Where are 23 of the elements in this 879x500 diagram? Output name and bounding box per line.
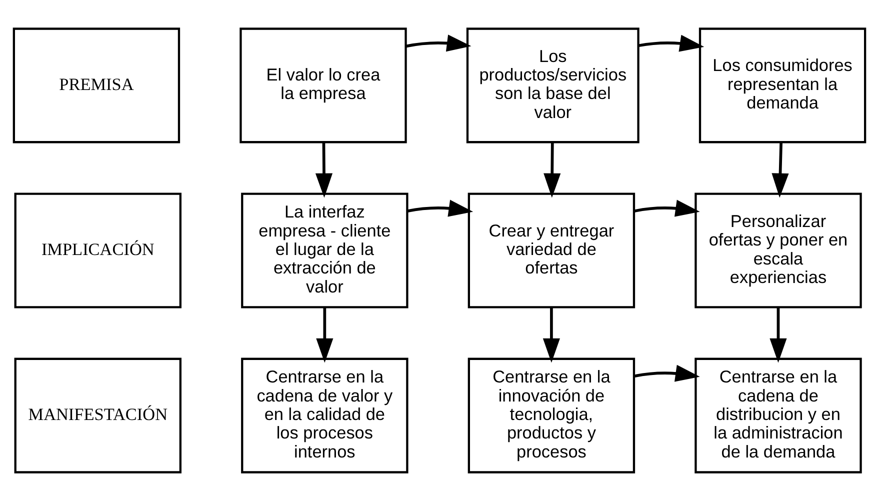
arrow [406, 34, 472, 52]
node-box: PREMISA [12, 27, 180, 143]
arrow [542, 306, 560, 362]
node-box: Centrarse en la cadena de valor y en la calidad de los procesos internos [241, 357, 408, 473]
arrow [544, 142, 561, 198]
node-box: Centrarse en la cadena de distribucion y en la administracion de la demanda [694, 357, 862, 473]
node-box: Los productos/servicios son la base del valor [466, 27, 640, 143]
node-box: La interfaz empresa - cliente el lugar de la extracción de valor [241, 192, 408, 308]
node-box: IMPLICACIÓN [14, 192, 182, 308]
arrow [316, 306, 334, 362]
arrow [407, 199, 474, 216]
arrow [634, 364, 700, 382]
node-box: MANIFESTACIÓN [14, 357, 182, 473]
arrow [634, 199, 700, 216]
node-box: Centrarse en la innovación de tecnologia, productos y procesos [468, 357, 636, 473]
arrow [772, 142, 789, 198]
arrow [770, 306, 787, 362]
node-box: Los consumidores representan la demanda [698, 27, 866, 143]
node-box: Personalizar ofertas y poner en escala experiencias [694, 192, 862, 308]
node-box: El valor lo crea la empresa [240, 27, 407, 143]
node-box: Crear y entregar variedad de ofertas [468, 192, 636, 308]
arrow [315, 142, 333, 198]
arrow [638, 34, 704, 52]
